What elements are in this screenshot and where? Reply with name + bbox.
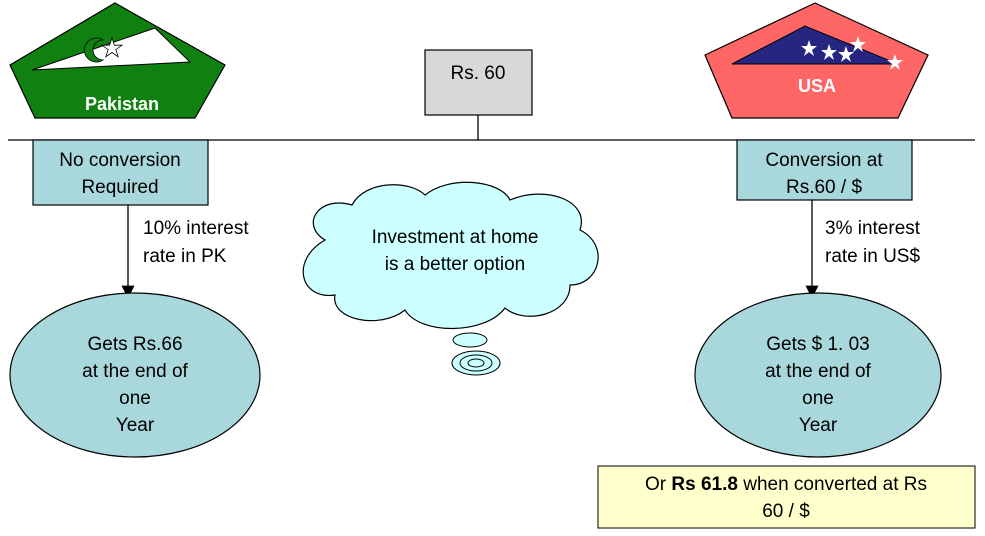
- note-prefix: Or: [645, 474, 671, 495]
- pakistan-result-line-3: one: [119, 388, 151, 409]
- cloud-line-2: is a better option: [385, 254, 525, 275]
- center-amount-box: Rs. 60: [424, 49, 533, 116]
- pakistan-result-line-4: Year: [116, 415, 155, 436]
- usa-result: Gets $ 1. 03 at the end of one Year: [694, 292, 942, 458]
- note-suffix: when converted at Rs: [738, 474, 927, 495]
- pakistan-interest-line-1: 10% interest: [143, 218, 249, 239]
- note-line-1: Or Rs 61.8 when converted at Rs: [645, 474, 927, 495]
- pakistan-flag: Pakistan: [9, 2, 226, 119]
- center-amount-label: Rs. 60: [451, 63, 506, 84]
- conversion-line-1: Conversion at: [765, 150, 883, 171]
- note-line-2: 60 / $: [762, 501, 810, 522]
- pakistan-result: Gets Rs.66 at the end of one Year: [9, 292, 261, 458]
- usa-interest-line-1: 3% interest: [825, 218, 921, 239]
- conversion-box: Conversion at Rs.60 / $: [736, 139, 913, 201]
- conversion-line-2: Rs.60 / $: [786, 177, 862, 198]
- cloud-line-1: Investment at home: [372, 227, 539, 248]
- pakistan-flag-label: Pakistan: [85, 94, 159, 114]
- pakistan-result-line-2: at the end of: [82, 361, 188, 382]
- no-conversion-box: No conversion Required: [32, 139, 209, 206]
- stars-icon: [801, 36, 903, 70]
- no-conversion-line-2: Required: [81, 177, 158, 198]
- usa-result-line-4: Year: [799, 415, 838, 436]
- connector-lines: [8, 115, 975, 141]
- cloud-callout: Investment at home is a better option: [302, 181, 599, 376]
- usa-flag: USA: [704, 2, 929, 119]
- note-bold-value: Rs 61.8: [671, 474, 738, 495]
- star-icon: [100, 36, 124, 58]
- usa-result-line-2: at the end of: [765, 361, 871, 382]
- pakistan-result-line-1: Gets Rs.66: [87, 334, 182, 355]
- usa-result-line-1: Gets $ 1. 03: [766, 334, 870, 355]
- pakistan-interest-line-2: rate in PK: [143, 246, 227, 267]
- no-conversion-line-1: No conversion: [59, 150, 180, 171]
- usa-result-line-3: one: [802, 388, 834, 409]
- usa-flag-label: USA: [798, 76, 836, 96]
- crescent-icon: [83, 37, 105, 63]
- conversion-note: Or Rs 61.8 when converted at Rs 60 / $: [597, 465, 976, 529]
- usa-interest-line-2: rate in US$: [825, 246, 920, 267]
